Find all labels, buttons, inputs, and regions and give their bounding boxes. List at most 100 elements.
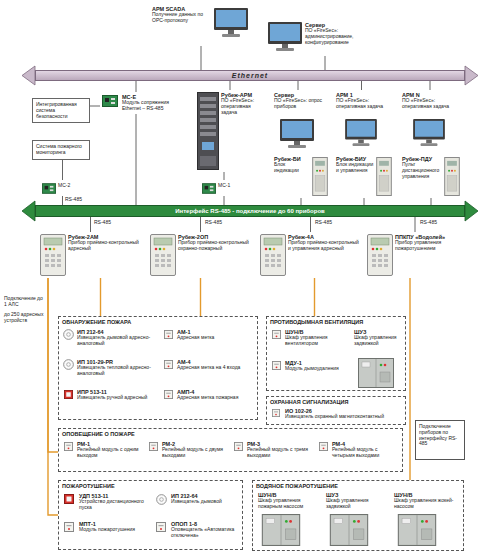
connector xyxy=(430,81,431,90)
node-text: Устройство дистанционного пуска xyxy=(79,499,149,511)
field-device: АМП-4Адресная метка пожарная xyxy=(163,388,255,416)
field-device: МДУ-1Модуль дымоудаления xyxy=(271,359,349,387)
connector xyxy=(136,114,137,205)
node-title: Интерфейс RS-485 - подключение до 60 при… xyxy=(175,208,325,214)
device-node: Рубеж-ПДУПульт дистанционного управления xyxy=(400,154,462,198)
subsystem-group: ОХРАННАЯ СИГНАЛИЗАЦИЯИО 102-26Извещатель… xyxy=(266,396,406,425)
field-device: ОПОП 1-8Оповещатель «Автоматика отключен… xyxy=(155,520,240,546)
computer-node: АРМ NПО «FireSec»: оперативная задача xyxy=(400,90,460,148)
loop-line xyxy=(314,278,315,316)
node-title: МС-2 xyxy=(58,183,83,189)
device-node: Рубеж-БИУБлок индикации и управления xyxy=(334,154,394,198)
node-text: Шкаф управления пожарным насосом xyxy=(258,498,322,510)
connector xyxy=(62,196,63,205)
node-text: Извещатель дымовой xyxy=(171,499,238,505)
node-text: Прибор приёмно-контрольный адресный xyxy=(68,240,141,252)
loop-line xyxy=(48,278,58,452)
node-text: Релейный модуль с четырьмя выходами xyxy=(332,447,398,459)
field-device: РМ-3Релейный модуль с тремя выходами xyxy=(233,440,315,468)
node-text: Извещатель ручной адресный xyxy=(77,395,156,401)
node-title: МС-1 xyxy=(218,183,246,189)
device-node: Рубеж-4АПрибор приёмно-контрольный и упр… xyxy=(258,232,363,278)
connector xyxy=(224,172,225,180)
connector xyxy=(224,196,225,205)
subsystem-group: ОБНАРУЖЕНИЕ ПОЖАРАИП 212-64Извещатель ды… xyxy=(58,316,258,420)
computer-node: АРМ SCADAПолучение данных по OPC-протоко… xyxy=(150,4,252,46)
connector xyxy=(415,217,416,232)
node-text: Модуль сопряжения Ethernet – RS-485 xyxy=(122,100,170,112)
device-node: МС-1 xyxy=(200,180,248,196)
connector xyxy=(90,217,91,232)
node-text: Прибор приёмно-контрольный и управления … xyxy=(288,240,361,252)
connector xyxy=(364,198,365,205)
node-text: Релейный модуль с двумя выходами xyxy=(162,447,228,459)
loop-line xyxy=(100,278,101,316)
field-device: ШУН/ВШкаф управления вентилятором xyxy=(271,328,349,356)
connector xyxy=(431,198,432,205)
node-text: Пульт дистанционного управления xyxy=(402,162,442,179)
node-text: Извещатель тепловой адресно-аналоговый xyxy=(77,365,156,377)
connector xyxy=(325,56,326,70)
field-device: ИП 212-64Извещатель дымовой xyxy=(155,492,240,518)
connection-note: Подключение до 1 АЛС xyxy=(3,296,47,308)
computer-node: СерверПО «FireSec»: опрос приборов xyxy=(272,90,324,150)
connector xyxy=(230,81,231,90)
device-node: ППКПУ «Водолей»Прибор управления пожарот… xyxy=(365,232,465,278)
node-text: Шкаф управления жокей-насосом xyxy=(394,498,458,510)
field-device: ШУЗШкаф управления задвижкой xyxy=(325,491,391,547)
node-title: Ethernet xyxy=(232,72,268,79)
subsystem-group: ВОДЯНОЕ ПОЖАРОТУШЕНИЕ ШУН/ВШкаф управлени… xyxy=(252,480,464,551)
wire-label: RS-485 xyxy=(419,220,438,226)
field-device: РМ-1Релейный модуль с одним выходом xyxy=(63,440,145,468)
external-system-box: Интегрированная система безопасности xyxy=(32,98,90,123)
node-text: Прибор приёмно-контрольный охранно-пожар… xyxy=(178,240,251,252)
field-device: ИПР 513-11Извещатель ручной адресный xyxy=(63,388,158,416)
node-text: Модуль пожаротушения xyxy=(79,527,149,533)
computer-node: АРМ 1ПО «FireSec»: оперативная задача xyxy=(334,90,389,148)
node-text: Релейный модуль с одним выходом xyxy=(77,447,143,459)
node-title: Интегрированная система безопасности xyxy=(36,102,86,119)
connection-note: до 250 адресных устройств xyxy=(3,312,47,324)
device-node: Рубеж-2АМПрибор приёмно-контрольный адре… xyxy=(38,232,143,278)
note-box: Подключение приборов по интерфейсу RS-48… xyxy=(415,420,465,460)
node-text: ПО «FireSec»: оперативная задача xyxy=(221,98,263,115)
node-text: Извещатель охранный магнитоконтактный xyxy=(285,414,401,420)
field-device: АМ-4Адресная метка на 4 входа xyxy=(163,358,255,386)
connector xyxy=(62,160,63,181)
ethernet-bus: Ethernet xyxy=(35,70,465,81)
field-device: АМ-1Адресная метка xyxy=(163,328,255,356)
rs485-bus: Интерфейс RS-485 - подключение до 60 при… xyxy=(35,205,465,217)
external-system-box: Система пожарного мониторинга xyxy=(32,140,90,160)
node-title: Система пожарного мониторинга xyxy=(36,144,86,156)
node-text: Прибор управления пожаротушением xyxy=(395,240,463,252)
bus-arrow-tips xyxy=(22,66,478,221)
loop-line xyxy=(409,278,410,480)
node-text: Адресная метка пожарная xyxy=(177,395,253,401)
wire-label: RS-485 xyxy=(204,220,223,226)
node-text: Шкаф управления вентилятором xyxy=(285,335,347,347)
node-text: Блок индикации и управления xyxy=(336,162,374,174)
node-title: Подключение приборов по интерфейсу RS-48… xyxy=(419,424,461,447)
wire-label: RS-485 xyxy=(64,197,83,203)
computer-node: СерверПО «FireSec»: администрирование, к… xyxy=(265,20,385,56)
loop-line xyxy=(200,278,201,316)
field-device: ШУН/ВШкаф управления жокей-насосом xyxy=(393,491,459,547)
node-title: ПРОТИВОДЫМНАЯ ВЕНТИЛЯЦИЯ xyxy=(270,319,402,325)
connector xyxy=(200,217,201,232)
node-text: Оповещатель «Автоматика отключена» xyxy=(171,527,238,539)
connector xyxy=(298,81,299,90)
node-text: Шкаф управления задвижкой xyxy=(326,498,390,510)
device-node: Рубеж-БИБлок индикации xyxy=(272,154,330,198)
field-device: МПТ-1Модуль пожаротушения xyxy=(63,520,151,546)
node-text: ПО «FireSec»: оперативная задача xyxy=(336,98,387,110)
node-title: ОБНАРУЖЕНИЕ ПОЖАРА xyxy=(62,319,254,325)
wire-label: RS-485 xyxy=(314,220,333,226)
node-title: ВОДЯНОЕ ПОЖАРОТУШЕНИЕ xyxy=(256,483,460,489)
subsystem-group: ОПОВЕЩЕНИЕ О ПОЖАРЕРМ-1Релейный модуль с… xyxy=(58,428,403,472)
wire-label: RS-485 xyxy=(93,220,112,226)
field-device: ШУН/ВШкаф управления пожарным насосом xyxy=(257,491,323,547)
node-text: Релейный модуль с тремя выходами xyxy=(247,447,313,459)
